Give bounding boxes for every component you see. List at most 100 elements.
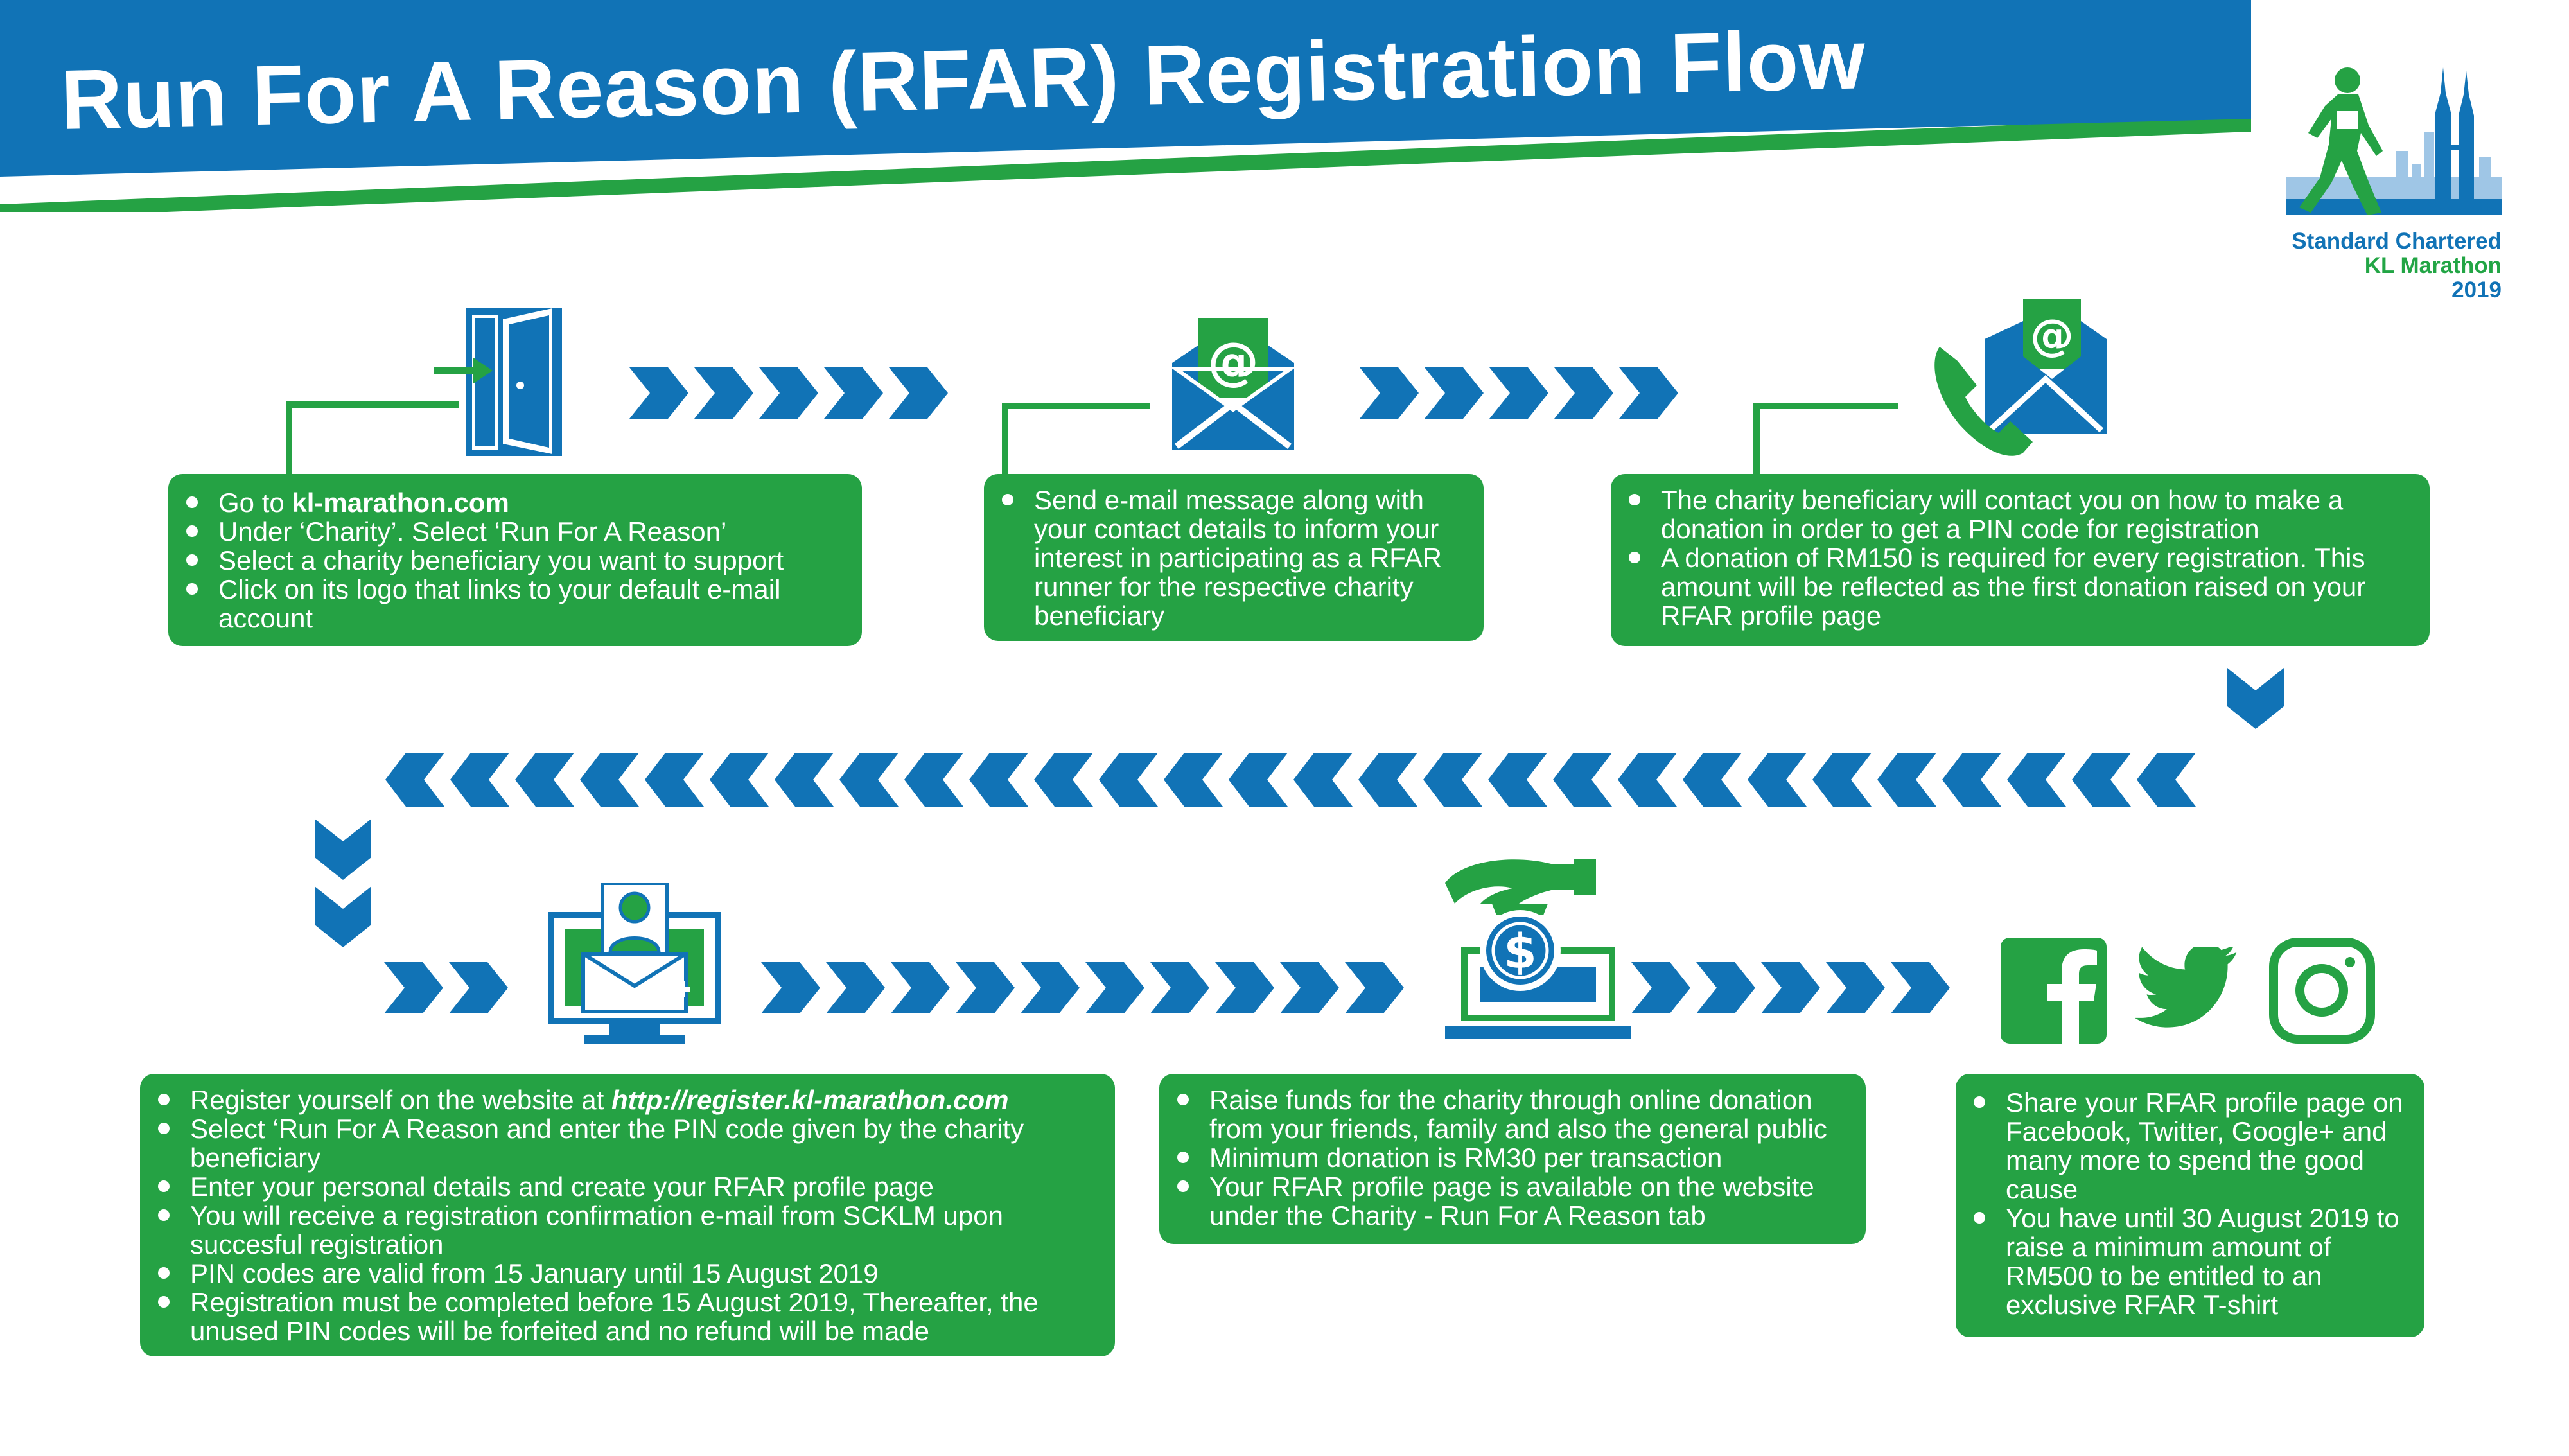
chevron-arrow-icon (824, 367, 883, 419)
step-6-box: Share your RFAR profile page on Facebook… (1956, 1074, 2424, 1337)
flow-arrows-step1-to-2 (629, 367, 957, 422)
chevron-arrow-icon (839, 753, 899, 807)
step-4-bullet-6: Registration must be completed before 15… (140, 1288, 1102, 1346)
chevron-arrow-icon (694, 367, 753, 419)
chevron-arrow-icon (1631, 962, 1690, 1013)
website-link[interactable]: kl-marathon.com (292, 487, 509, 518)
chevron-arrow-icon (1942, 753, 2001, 807)
chevron-arrow-icon (385, 753, 444, 807)
chevron-arrow-icon (1423, 753, 1482, 807)
flow-arrows-step4-to-5 (761, 962, 1416, 1017)
step-4-bullet-5: PIN codes are valid from 15 January unti… (140, 1259, 1102, 1288)
flow-arrows-row2-start (384, 962, 516, 1017)
donation-icon: $ (1445, 859, 1631, 1039)
chevron-arrow-icon (2072, 753, 2131, 807)
chevron-arrow-icon (1034, 753, 1093, 807)
chevron-arrow-icon (450, 753, 509, 807)
facebook-icon (2001, 938, 2107, 1044)
step-1-bullet-1: Go to kl-marathon.com (168, 488, 862, 517)
social-media-icons (2001, 934, 2383, 1044)
chevron-arrow-icon (1891, 962, 1950, 1013)
step-3-box: The charity beneficiary will contact you… (1611, 474, 2430, 646)
step-4-bullet-1: Register yourself on the website at http… (140, 1085, 1102, 1114)
step-4-bullet-4: You will receive a registration confirma… (140, 1201, 1102, 1259)
phone-email-icon: @ (1934, 299, 2107, 456)
step-3-bullet-2: A donation of RM150 is required for ever… (1611, 543, 2417, 630)
step-1-bullet-3: Select a charity beneficiary you want to… (168, 546, 862, 575)
chevron-arrow-icon (1425, 367, 1484, 419)
flow-arrows-return-row (385, 753, 2222, 810)
logo-text-year: 2019 (2451, 277, 2502, 303)
email-icon: @ (1170, 318, 1296, 450)
svg-text:@: @ (2030, 310, 2074, 361)
step-1-box: Go to kl-marathon.com Under ‘Charity’. S… (168, 474, 862, 646)
step-1-bullet-4: Click on its logo that links to your def… (168, 575, 862, 633)
logo-text-event: KL Marathon (2364, 253, 2502, 278)
chevron-arrow-icon (2007, 753, 2066, 807)
register-link[interactable]: http://register.kl-marathon.com (611, 1085, 1009, 1115)
chevron-arrow-icon (1280, 962, 1339, 1013)
chevron-arrow-icon (759, 367, 818, 419)
step-4-bullet-3: Enter your personal details and create y… (140, 1172, 1102, 1201)
chevron-arrow-icon (1619, 367, 1678, 419)
step-5-bullet-2: Minimum donation is RM30 per transaction (1159, 1143, 1853, 1172)
chevron-arrow-icon (1761, 962, 1820, 1013)
step-5-bullet-1: Raise funds for the charity through onli… (1159, 1085, 1853, 1143)
computer-profile-icon (548, 883, 721, 1044)
chevron-arrow-icon (956, 962, 1015, 1013)
chevron-arrow-icon (1618, 753, 1677, 807)
flow-arrows-step5-to-6 (1631, 962, 1959, 1017)
chevron-arrow-icon (1085, 962, 1144, 1013)
chevron-arrow-icon (449, 962, 508, 1013)
chevron-arrow-icon (645, 753, 704, 807)
chevron-arrow-icon (629, 367, 688, 419)
chevron-arrow-icon (2137, 753, 2196, 807)
chevron-arrow-icon (1164, 753, 1223, 807)
step-2-bullet-1: Send e-mail message along with your cont… (984, 486, 1471, 630)
chevron-arrow-icon (1358, 753, 1417, 807)
logo-text-sponsor: Standard Chartered (2292, 229, 2502, 254)
twitter-icon (2135, 947, 2237, 1028)
chevron-arrow-icon (1150, 962, 1209, 1013)
runner-skyline-logo-icon (2286, 55, 2502, 215)
chevron-arrow-icon (1293, 753, 1353, 807)
chevron-arrow-icon (761, 962, 820, 1013)
step-6-bullet-1: Share your RFAR profile page on Facebook… (1956, 1088, 2412, 1204)
chevron-arrow-icon (1553, 753, 1612, 807)
chevron-arrow-icon (1021, 962, 1080, 1013)
svg-text:@: @ (1207, 331, 1259, 391)
chevron-arrow-icon (969, 753, 1028, 807)
chevron-arrow-icon (775, 753, 834, 807)
svg-text:$: $ (1504, 924, 1537, 979)
bullet-text: Go to (218, 487, 292, 518)
step-1-bullet-2: Under ‘Charity’. Select ‘Run For A Reaso… (168, 517, 862, 546)
instagram-icon (2269, 938, 2375, 1044)
step-6-bullet-2: You have until 30 August 2019 to raise a… (1956, 1204, 2412, 1319)
event-logo: Standard Chartered KL Marathon 2019 (2251, 0, 2569, 321)
chevron-arrow-icon (384, 962, 443, 1013)
chevron-arrow-icon (904, 753, 963, 807)
chevron-arrow-icon (710, 753, 769, 807)
chevron-arrow-icon (1229, 753, 1288, 807)
step-4-box: Register yourself on the website at http… (140, 1074, 1115, 1356)
connector-lines (286, 401, 1898, 475)
bullet-text: Register yourself on the website at (190, 1085, 612, 1115)
chevron-arrow-icon (1360, 367, 1419, 419)
chevron-arrow-icon (1554, 367, 1613, 419)
flow-arrow-down-left (315, 819, 371, 951)
step-2-box: Send e-mail message along with your cont… (984, 474, 1484, 641)
door-enter-icon (434, 308, 562, 456)
chevron-arrow-icon (580, 753, 639, 807)
chevron-arrow-icon (1215, 962, 1274, 1013)
chevron-arrow-icon (1812, 753, 1872, 807)
chevron-arrow-icon (1099, 753, 1158, 807)
chevron-arrow-icon (891, 962, 950, 1013)
chevron-arrow-icon (889, 367, 948, 419)
chevron-arrow-icon (1488, 753, 1547, 807)
chevron-arrow-icon (1877, 753, 1936, 807)
step-4-bullet-2: Select ‘Run For A Reason and enter the P… (140, 1114, 1102, 1172)
chevron-arrow-icon (826, 962, 885, 1013)
chevron-arrow-icon (1696, 962, 1755, 1013)
chevron-arrow-icon (1683, 753, 1742, 807)
flow-arrow-down-right (2227, 668, 2284, 735)
